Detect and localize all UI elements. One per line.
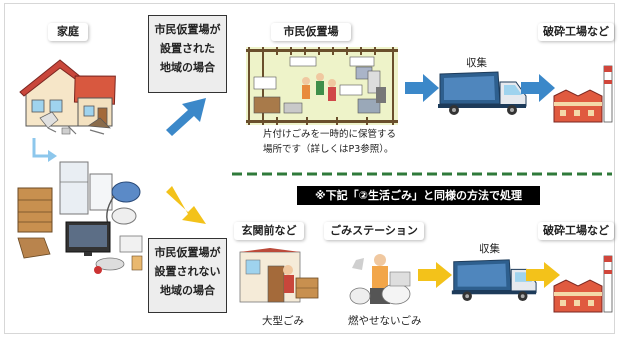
household-items-illustration	[17, 161, 143, 274]
collection-label-top: 収集	[466, 57, 487, 69]
blue-diagonal-arrow	[166, 98, 206, 136]
condition-line-2: 設置されない	[154, 265, 221, 278]
process-note-banner: ※下記「②生活ごみ」と同様の方法で処理	[297, 186, 540, 205]
garbage-truck-icon	[438, 71, 527, 115]
temporary-site-label: 市民仮置場	[271, 23, 351, 41]
garbage-station-illustration	[349, 254, 411, 305]
condition-line-1: 市民仮置場が	[154, 246, 221, 259]
condition-box-with-site: 市民仮置場が 設置された 地域の場合	[148, 15, 227, 93]
garbage-truck-icon	[451, 259, 537, 301]
destination-label-bottom: 破砕工場など	[538, 222, 614, 240]
bulky-waste-label: 大型ごみ	[262, 315, 304, 327]
site-caption-line-1: 片付けごみを一時的に保管する	[263, 129, 397, 140]
temporary-site-illustration	[246, 47, 398, 125]
condition-line-3: 地域の場合	[160, 61, 215, 74]
diagram-frame	[4, 3, 615, 334]
factory-icon	[553, 255, 613, 313]
garbage-station-label: ごみステーション	[324, 222, 424, 240]
entrance-illustration	[239, 248, 319, 303]
damaged-house-illustration	[19, 59, 116, 135]
connector-arrow	[32, 138, 57, 162]
blue-arrow-to-factory	[521, 74, 555, 102]
condition-box-without-site: 市民仮置場が 設置されない 地域の場合	[148, 238, 227, 313]
condition-line-2: 設置された	[160, 42, 215, 55]
dashed-divider	[232, 172, 612, 176]
destination-label-top: 破砕工場など	[538, 23, 614, 41]
collection-label-bottom: 収集	[479, 243, 500, 255]
non-burnable-waste-label: 燃やせないごみ	[348, 315, 422, 327]
orange-arrow-to-factory	[526, 262, 560, 288]
condition-line-1: 市民仮置場が	[154, 23, 221, 36]
factory-icon	[553, 65, 613, 123]
entrance-label: 玄関前など	[234, 222, 304, 240]
household-label: 家庭	[48, 23, 88, 41]
blue-arrow-to-collection	[405, 74, 439, 102]
site-caption-line-2: 場所です（詳しくはP3参照）。	[263, 144, 394, 155]
orange-arrow-to-collection	[418, 262, 452, 288]
orange-diagonal-arrow	[166, 186, 206, 224]
condition-line-3: 地域の場合	[160, 284, 215, 297]
